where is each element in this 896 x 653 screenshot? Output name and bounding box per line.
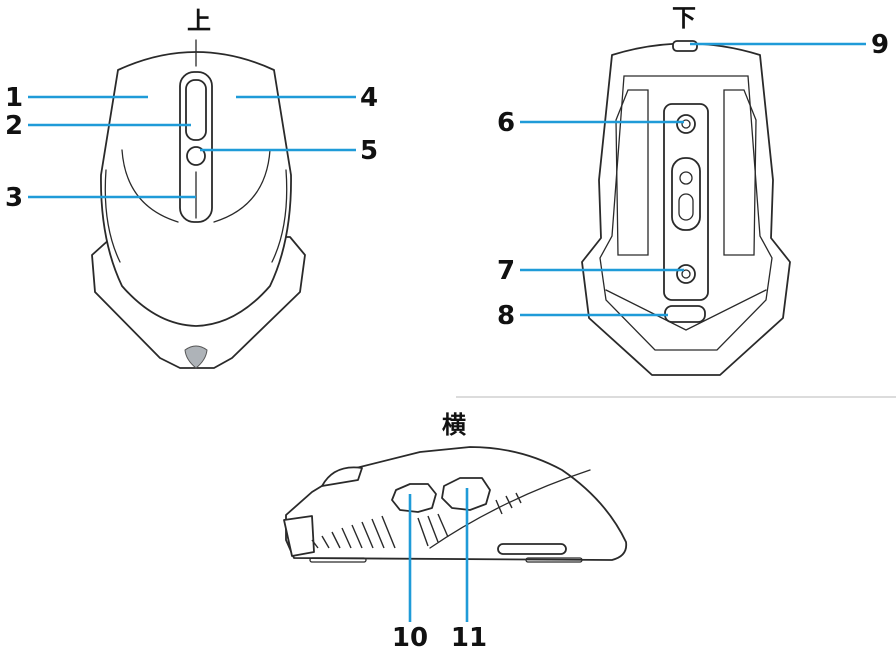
callout-1: 1	[5, 83, 23, 113]
bottom-view-skate-left	[615, 89, 649, 256]
bottom-view-chevron-plate	[605, 289, 767, 331]
grip-hatch	[417, 517, 429, 547]
sensor-lens	[679, 171, 693, 185]
side-view-skate-front	[309, 557, 367, 563]
callout-numbers: 1 2 3 4 5 6 7 8 9 10 11	[5, 30, 889, 653]
side-button-back	[391, 483, 437, 513]
side-view-skate-rear	[525, 557, 583, 563]
grip-hatch	[341, 527, 352, 549]
grip-hatch	[331, 531, 341, 549]
grip-hatch	[381, 515, 396, 549]
top-view-button-divider-right	[213, 149, 271, 223]
side-view-title: 横	[442, 411, 467, 439]
top-view-title: 上	[187, 7, 211, 35]
top-view-side-contour-right	[271, 169, 288, 263]
usb-port	[672, 40, 698, 52]
callout-9: 9	[871, 30, 889, 60]
callout-7: 7	[497, 256, 515, 286]
side-view-scroll-bump	[321, 466, 363, 487]
callout-3: 3	[5, 183, 23, 213]
alien-logo-icon	[184, 345, 208, 369]
bottom-view-skate-right	[723, 89, 757, 256]
weight-screw-lower	[676, 264, 696, 284]
grip-hatch	[495, 499, 503, 515]
power-switch	[664, 305, 706, 323]
side-view: 横	[283, 411, 628, 563]
top-view-side-contour-left	[104, 169, 121, 263]
grip-hatch	[361, 521, 374, 549]
bottom-view: 下	[581, 4, 791, 376]
grip-hatch	[505, 495, 513, 509]
side-view-panel-seam	[429, 469, 591, 549]
top-view: 上	[91, 7, 306, 369]
callout-2: 2	[5, 111, 23, 141]
weight-screw-upper	[676, 114, 696, 134]
grip-hatch	[311, 539, 319, 549]
grip-hatch	[515, 492, 522, 504]
grip-hatch	[321, 535, 330, 549]
grip-hatch	[437, 513, 449, 538]
grip-hatch	[427, 515, 439, 543]
sensor-window	[678, 193, 694, 221]
callout-10: 10	[392, 623, 428, 653]
grip-hatch	[371, 518, 385, 549]
scroll-wheel	[185, 79, 207, 141]
callout-8: 8	[497, 301, 515, 331]
bottom-view-inner-contour	[599, 75, 773, 351]
callout-leaders	[28, 42, 866, 622]
callout-11: 11	[451, 623, 487, 653]
side-view-power-slot	[497, 543, 567, 555]
side-view-front-lip	[283, 515, 315, 557]
callout-6: 6	[497, 108, 515, 138]
dpi-button	[186, 146, 206, 166]
bottom-view-title: 下	[672, 4, 696, 32]
callout-4: 4	[360, 83, 378, 113]
weight-screw-upper-slot	[681, 119, 691, 129]
callout-5: 5	[360, 136, 378, 166]
weight-screw-lower-slot	[681, 269, 691, 279]
grip-hatch	[351, 524, 363, 549]
